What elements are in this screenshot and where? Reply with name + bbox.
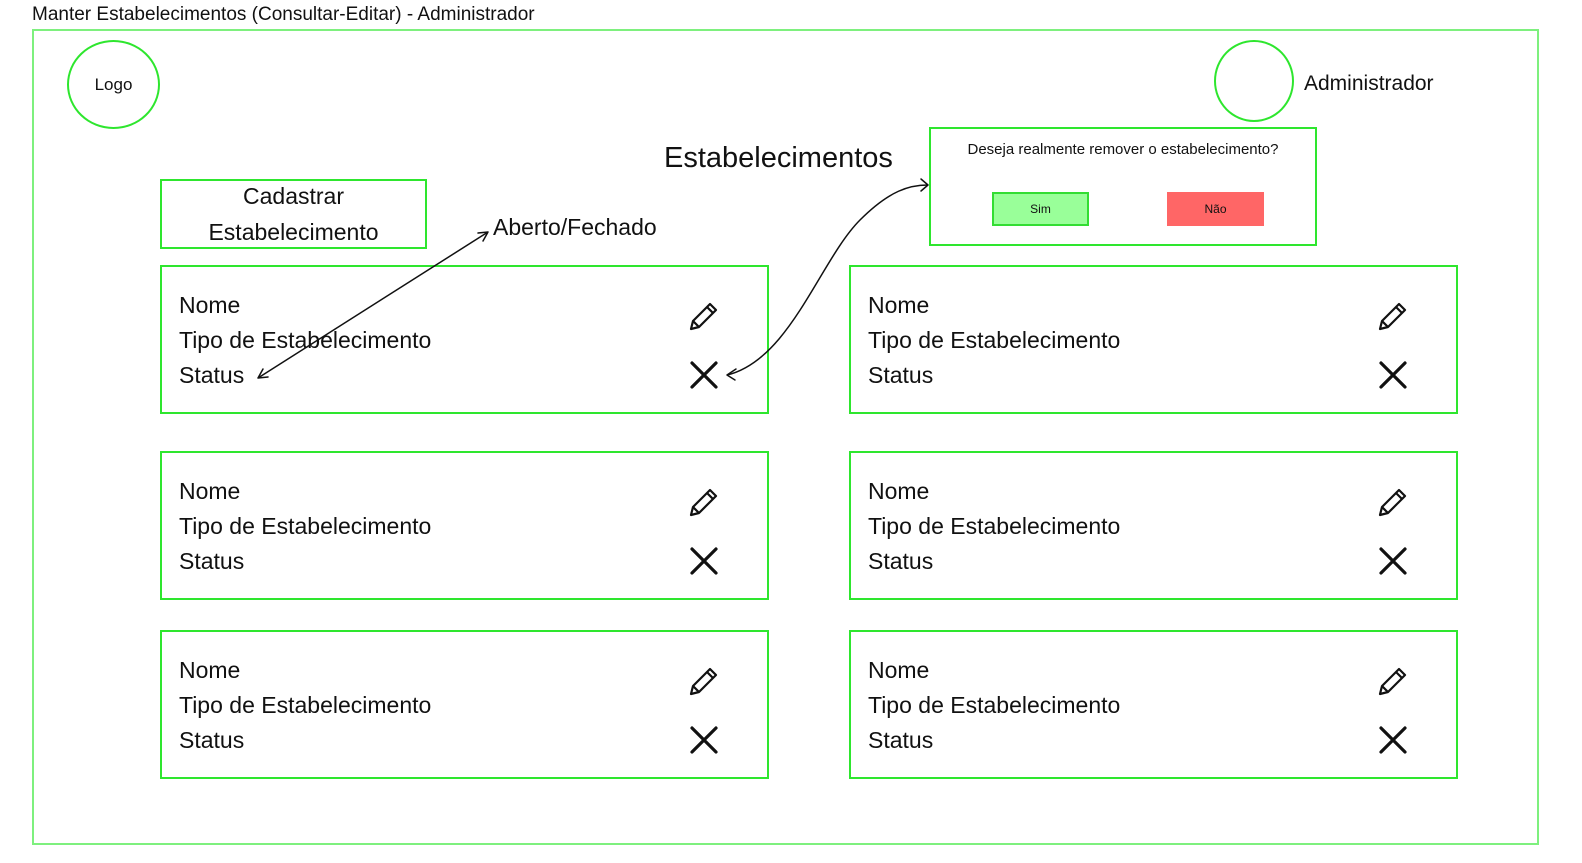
no-label: Não: [1204, 202, 1227, 216]
card-name: Nome: [868, 657, 930, 683]
pencil-icon[interactable]: [687, 299, 719, 333]
delete-confirm-dialog: Deseja realmente remover o estabelecimen…: [929, 127, 1317, 246]
close-icon[interactable]: [689, 360, 719, 390]
card-name: Nome: [179, 292, 241, 318]
yes-label: Sim: [1030, 202, 1051, 216]
page-title: Manter Estabelecimentos (Consultar-Edita…: [32, 4, 535, 25]
card-status: Status: [179, 548, 245, 574]
section-title: Estabelecimentos: [664, 142, 893, 174]
dialog-message: Deseja realmente remover o estabelecimen…: [967, 141, 1279, 158]
close-icon[interactable]: [1378, 360, 1408, 390]
pencil-icon[interactable]: [1376, 664, 1408, 698]
wireframe-frame: [32, 29, 1539, 845]
card-name: Nome: [179, 657, 241, 683]
close-icon[interactable]: [689, 725, 719, 755]
card-status: Status: [868, 362, 934, 388]
card-type: Tipo de Estabelecimento: [868, 692, 1121, 718]
pencil-icon[interactable]: [1376, 299, 1408, 333]
card-type: Tipo de Estabelecimento: [179, 513, 432, 539]
pencil-icon[interactable]: [687, 664, 719, 698]
avatar[interactable]: [1214, 40, 1294, 122]
card-type: Tipo de Estabelecimento: [179, 327, 432, 353]
card-status: Status: [868, 548, 934, 574]
pencil-icon[interactable]: [687, 485, 719, 519]
close-icon[interactable]: [689, 546, 719, 576]
card-name: Nome: [868, 292, 930, 318]
register-establishment-button[interactable]: Cadastrar Estabelecimento: [160, 179, 427, 249]
card-type: Tipo de Estabelecimento: [868, 327, 1121, 353]
confirm-no-button[interactable]: Não: [1167, 192, 1264, 226]
close-icon[interactable]: [1378, 546, 1408, 576]
confirm-yes-button[interactable]: Sim: [992, 192, 1089, 226]
card-status: Status: [179, 727, 245, 753]
user-name: Administrador: [1304, 72, 1434, 95]
register-button-label: Cadastrar Estabelecimento: [208, 183, 379, 245]
card-type: Tipo de Estabelecimento: [868, 513, 1121, 539]
establishment-card: Nome Tipo de Estabelecimento Status: [849, 451, 1458, 600]
establishment-card: Nome Tipo de Estabelecimento Status: [160, 630, 769, 779]
card-status: Status: [868, 727, 934, 753]
establishment-card: Nome Tipo de Estabelecimento Status: [160, 265, 769, 414]
establishment-card: Nome Tipo de Estabelecimento Status: [160, 451, 769, 600]
status-annotation: Aberto/Fechado: [493, 214, 657, 240]
logo-label: Logo: [94, 74, 133, 94]
card-type: Tipo de Estabelecimento: [179, 692, 432, 718]
establishment-card: Nome Tipo de Estabelecimento Status: [849, 265, 1458, 414]
logo: Logo: [67, 40, 160, 129]
card-name: Nome: [179, 478, 241, 504]
establishment-card: Nome Tipo de Estabelecimento Status: [849, 630, 1458, 779]
card-status: Status: [179, 362, 245, 388]
pencil-icon[interactable]: [1376, 485, 1408, 519]
close-icon[interactable]: [1378, 725, 1408, 755]
card-name: Nome: [868, 478, 930, 504]
